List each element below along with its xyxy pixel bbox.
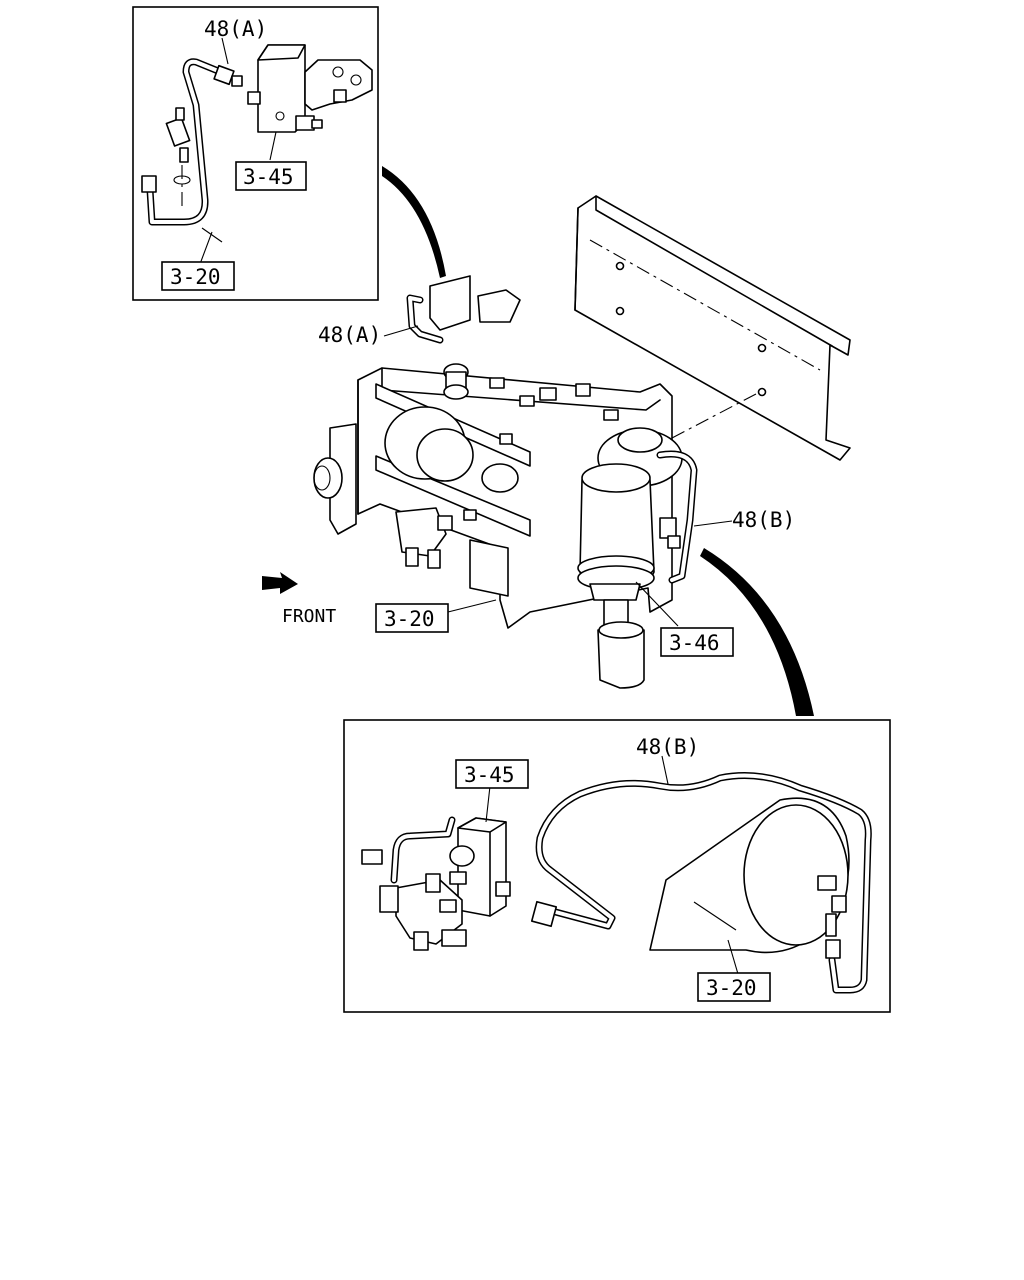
main-ref-tank-box bbox=[375, 603, 449, 633]
main-ref-dryer-label: 3-46 bbox=[669, 631, 720, 655]
bottom-inset-hose-label: 48(B) bbox=[636, 735, 699, 759]
main-ref-dryer-box bbox=[660, 627, 734, 657]
bottom-inset-ref-valve-label: 3-45 bbox=[464, 763, 515, 787]
main-ref-tank-label: 3-20 bbox=[384, 607, 435, 631]
top-inset-ref-valve-label: 3-45 bbox=[243, 165, 294, 189]
bottom-inset-ref-tank-box bbox=[697, 972, 771, 1002]
main-hose-b-label: 48(B) bbox=[732, 508, 795, 532]
front-direction-arrow-icon bbox=[262, 572, 298, 594]
top-inset-frame bbox=[132, 6, 379, 301]
bottom-inset-ref-valve-box bbox=[455, 759, 529, 789]
top-inset-ref-tank-box bbox=[161, 261, 235, 291]
top-callout-arrow bbox=[382, 166, 446, 278]
top-inset-ref-valve-box bbox=[235, 161, 307, 191]
bottom-inset-frame bbox=[343, 719, 891, 1013]
top-inset-ref-tank-label: 3-20 bbox=[170, 265, 221, 289]
main-hose-a-label: 48(A) bbox=[318, 323, 381, 347]
front-label: FRONT bbox=[282, 606, 336, 627]
bottom-inset-ref-tank-label: 3-20 bbox=[706, 976, 757, 1000]
bottom-callout-arrow bbox=[700, 548, 814, 716]
frame-rail bbox=[574, 195, 851, 461]
top-inset: 48(A) 3-45 3-20 bbox=[132, 6, 379, 301]
main-assembly: FRONT 48(A) 48(B) 3-20 3-46 bbox=[262, 275, 795, 689]
bottom-inset: 48(B) 3-45 3-20 bbox=[343, 719, 891, 1013]
top-inset-hose-label: 48(A) bbox=[204, 17, 267, 41]
